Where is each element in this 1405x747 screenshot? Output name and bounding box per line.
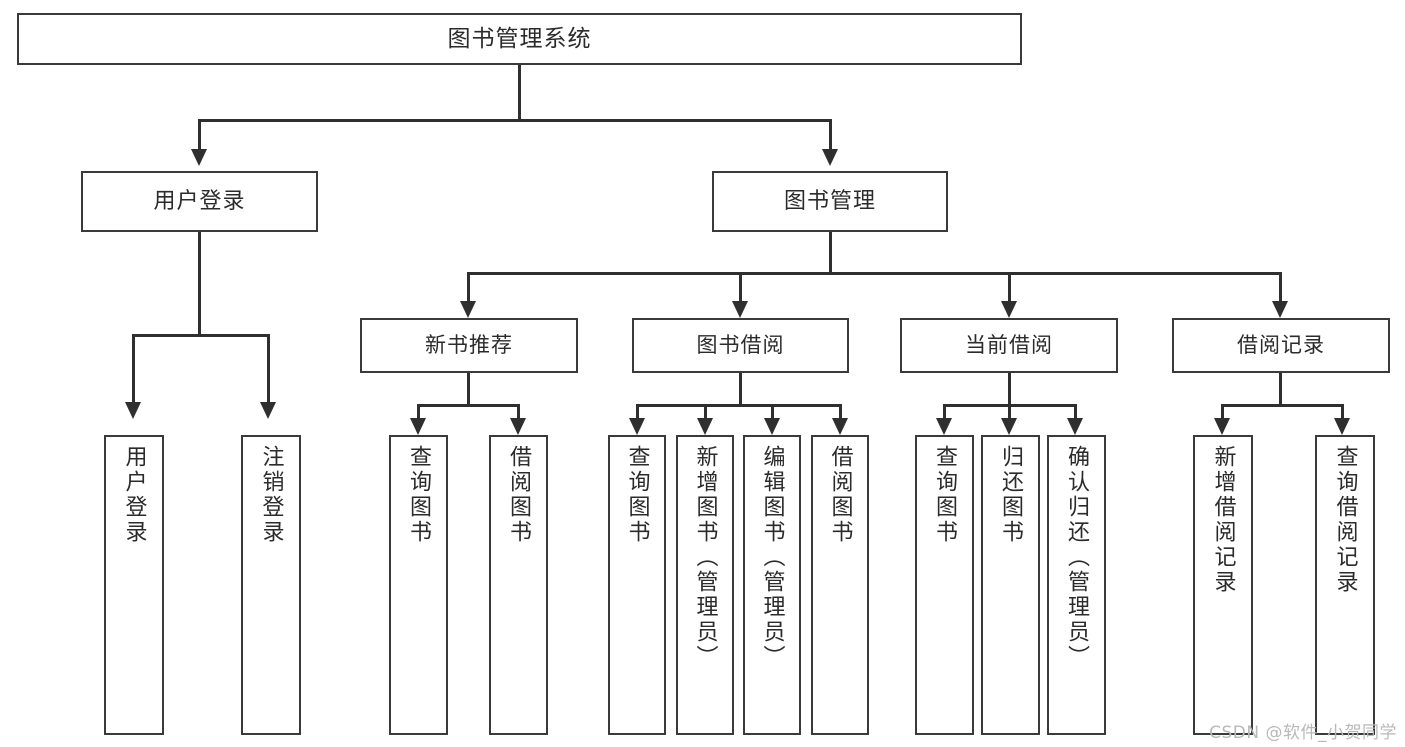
node-label: 归还图书 (998, 445, 1024, 545)
arrow-to-query-book-1 (410, 418, 426, 435)
node-label: 查询图书 (406, 445, 432, 545)
arrow-to-login (125, 402, 141, 419)
node-current-borrow[interactable]: 当前借阅 (900, 318, 1118, 373)
node-query-book-2[interactable]: 查询图书 (608, 435, 666, 735)
node-query-record[interactable]: 查询借阅记录 (1315, 435, 1375, 735)
connector-to-borrow-record (1279, 272, 1282, 301)
connector-user-login-bar (132, 334, 270, 337)
node-edit-book[interactable]: 编辑图书（管理员） (743, 435, 801, 735)
arrow-to-borrow-record (1272, 301, 1288, 318)
node-label: 借阅图书 (827, 445, 853, 545)
csdn-watermark: CSDN @软件_小贺同学 (1209, 723, 1397, 743)
arrow-to-current-borrow (1001, 301, 1017, 318)
connector-user-login-stem (198, 232, 201, 336)
node-confirm-return[interactable]: 确认归还（管理员） (1047, 435, 1106, 735)
connector-nbr-drop-2 (517, 404, 520, 418)
connector-book-borrow-stem (739, 373, 742, 406)
node-label: 查询借阅记录 (1332, 445, 1358, 595)
node-root-system[interactable]: 图书管理系统 (17, 13, 1022, 65)
node-label: 新增借阅记录 (1210, 445, 1236, 595)
node-label: 用户登录 (121, 445, 147, 545)
connector-nbr-drop-1 (417, 404, 420, 418)
node-add-record[interactable]: 新增借阅记录 (1193, 435, 1253, 735)
arrow-to-edit-book (764, 418, 780, 435)
connector-to-book-borrow (739, 272, 742, 301)
node-borrow-book-1[interactable]: 借阅图书 (489, 435, 548, 735)
connector-bb-drop-1 (636, 404, 639, 418)
connector-br-drop-1 (1221, 404, 1224, 418)
node-label: 当前借阅 (965, 333, 1053, 358)
connector-bb-drop-2 (704, 404, 707, 418)
node-label: 查询图书 (932, 445, 958, 545)
arrow-to-add-record (1214, 418, 1230, 435)
connector-cb-drop-1 (943, 404, 946, 418)
connector-current-borrow-stem (1008, 373, 1011, 406)
node-borrow-record[interactable]: 借阅记录 (1172, 318, 1390, 373)
connector-to-current-borrow (1008, 272, 1011, 301)
node-label: 图书管理 (783, 188, 876, 214)
node-label: 图书借阅 (696, 333, 785, 358)
node-label: 新书推荐 (425, 333, 513, 358)
arrow-root-to-book-management (822, 149, 838, 166)
connector-root-bar (198, 119, 832, 122)
connector-root-stem (518, 65, 521, 121)
node-label: 注销登录 (258, 445, 284, 545)
node-logout[interactable]: 注销登录 (241, 435, 301, 735)
node-label: 图书管理系统 (447, 25, 592, 52)
connector-book-borrow-bar (636, 404, 842, 407)
node-label: 借阅图书 (506, 445, 532, 545)
arrow-to-book-borrow (732, 301, 748, 318)
connector-br-drop-2 (1341, 404, 1344, 418)
connector-cb-drop-2 (1008, 404, 1011, 418)
node-book-management[interactable]: 图书管理 (712, 171, 948, 232)
connector-bb-drop-3 (771, 404, 774, 418)
connector-to-new-book-recommend (467, 272, 470, 301)
connector-root-to-book-management (829, 119, 832, 149)
connector-cb-drop-3 (1074, 404, 1077, 418)
node-label: 用户登录 (153, 188, 246, 214)
arrow-to-query-book-3 (936, 418, 952, 435)
connector-borrow-record-stem (1279, 373, 1282, 406)
node-query-book-3[interactable]: 查询图书 (915, 435, 974, 735)
node-label: 新增图书（管理员） (692, 445, 718, 670)
node-label: 借阅记录 (1237, 333, 1325, 358)
connector-user-login-drop-1 (132, 334, 135, 402)
arrow-to-query-record (1334, 418, 1350, 435)
connector-book-management-stem (829, 232, 832, 274)
node-label: 确认归还（管理员） (1064, 445, 1090, 670)
arrow-to-add-book (697, 418, 713, 435)
node-label: 查询图书 (624, 445, 650, 545)
connector-book-management-bar (467, 272, 1282, 275)
connector-user-login-drop-2 (267, 334, 270, 402)
node-book-borrow[interactable]: 图书借阅 (632, 318, 849, 373)
connector-borrow-record-bar (1221, 404, 1344, 407)
node-new-book-recommend[interactable]: 新书推荐 (360, 318, 578, 373)
node-label: 编辑图书（管理员） (759, 445, 785, 670)
connector-new-book-recommend-bar (417, 404, 520, 407)
arrow-to-logout (260, 402, 276, 419)
node-query-book-1[interactable]: 查询图书 (389, 435, 448, 735)
arrow-to-borrow-book-2 (832, 418, 848, 435)
arrow-to-query-book-2 (629, 418, 645, 435)
connector-root-to-user-login (198, 119, 201, 149)
arrow-root-to-user-login (191, 149, 207, 166)
arrow-to-return-book (1001, 418, 1017, 435)
connector-bb-drop-4 (839, 404, 842, 418)
arrow-to-confirm-return (1067, 418, 1083, 435)
connector-new-book-recommend-stem (467, 373, 470, 406)
node-return-book[interactable]: 归还图书 (981, 435, 1040, 735)
node-login[interactable]: 用户登录 (104, 435, 164, 735)
arrow-to-new-book-recommend (460, 301, 476, 318)
node-borrow-book-2[interactable]: 借阅图书 (811, 435, 869, 735)
node-add-book[interactable]: 新增图书（管理员） (676, 435, 734, 735)
node-user-login[interactable]: 用户登录 (81, 171, 318, 232)
arrow-to-borrow-book-1 (510, 418, 526, 435)
